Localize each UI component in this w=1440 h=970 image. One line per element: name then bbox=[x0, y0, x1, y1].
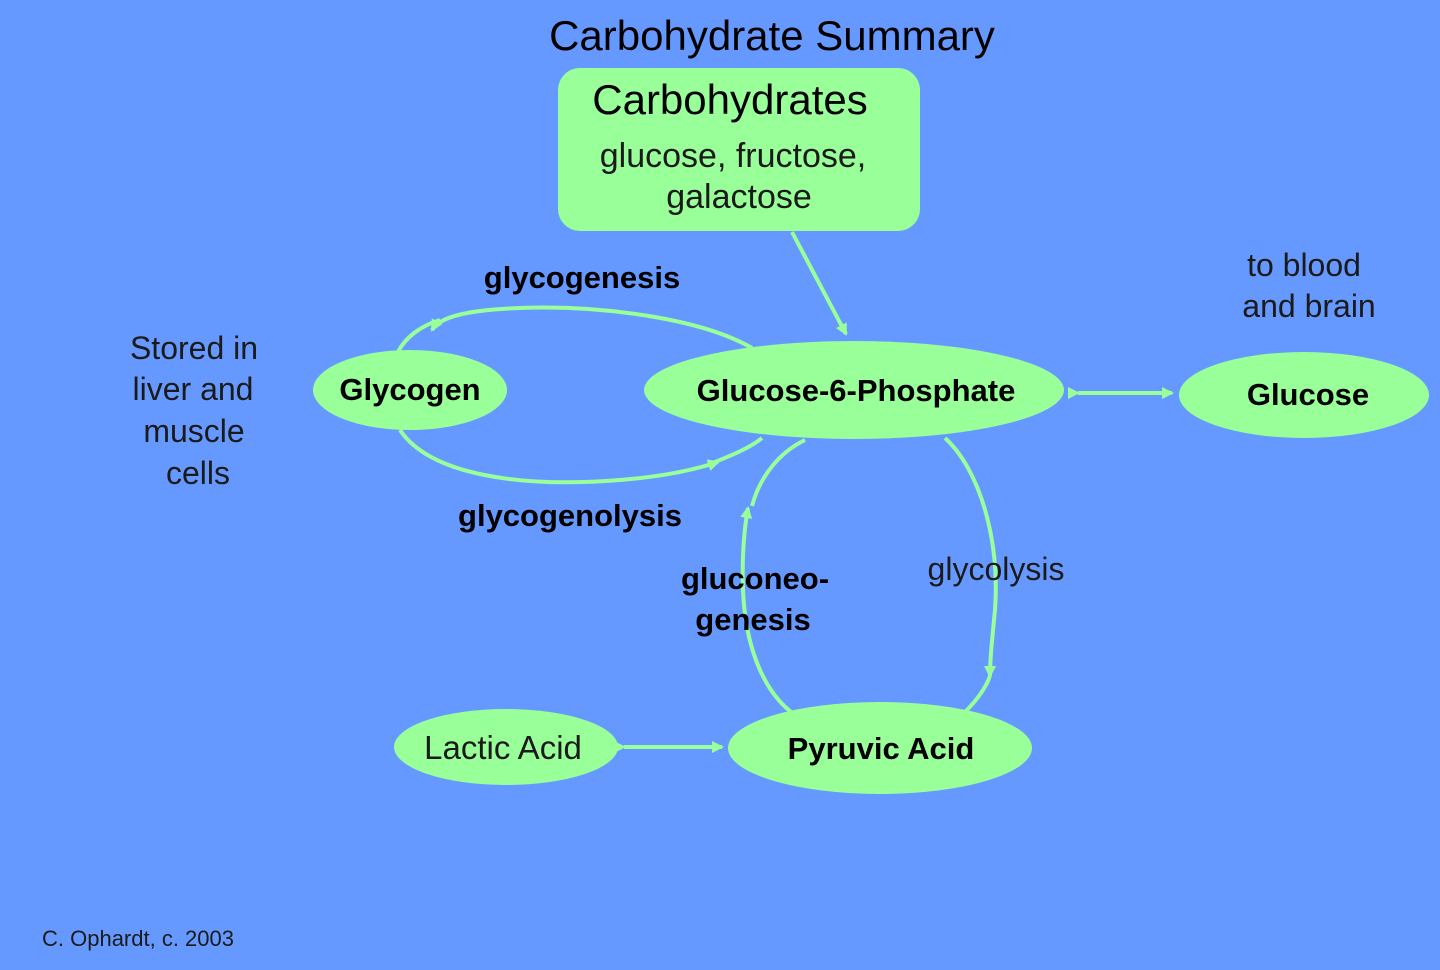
carbohydrates-examples-line-1: glucose, fructose, bbox=[600, 137, 866, 175]
to-blood-label-line-1: to blood bbox=[1247, 247, 1361, 283]
g6p-label: Glucose-6-Phosphate bbox=[697, 373, 1016, 408]
arrow-gluconeogenesis bbox=[740, 506, 797, 717]
g6p-node bbox=[644, 341, 1064, 439]
arrow-glycogenesis bbox=[430, 305, 753, 350]
gluconeogenesis-label-line-1: gluconeo- bbox=[681, 561, 829, 596]
glucose-label: Glucose bbox=[1247, 377, 1369, 412]
glycogen-node bbox=[313, 350, 507, 430]
diagram-title: Carbohydrate Summary bbox=[549, 12, 995, 59]
pyruvic-acid-node bbox=[728, 702, 1032, 794]
arrow-glycogenolysis bbox=[398, 428, 720, 485]
carbohydrates-box bbox=[558, 68, 920, 231]
stored-label-line-2: liver and bbox=[133, 371, 254, 407]
carbohydrates-title: Carbohydrates bbox=[592, 76, 867, 123]
glycogenesis-label: glycogenesis bbox=[484, 260, 680, 295]
glycogen-label: Glycogen bbox=[339, 372, 480, 407]
lactic-acid-node bbox=[394, 709, 618, 785]
pyruvic-right-stub bbox=[963, 675, 992, 714]
glycolysis-label: glycolysis bbox=[928, 551, 1065, 587]
pyruvic-acid-label: Pyruvic Acid bbox=[788, 731, 975, 766]
g6p-bottom-stub bbox=[709, 436, 764, 466]
glycogenolysis-label: glycogenolysis bbox=[458, 498, 682, 533]
stored-label-line-3: muscle bbox=[143, 413, 244, 449]
carbohydrates-examples-line-2: galactose bbox=[666, 178, 812, 216]
g6p-left-stub bbox=[750, 438, 806, 507]
gluconeogenesis-label-line-2: genesis bbox=[695, 602, 810, 637]
arrow-carbohydrates-to-g6p bbox=[790, 231, 848, 336]
lactic-acid-label: Lactic Acid bbox=[424, 729, 582, 766]
glycogen-top-stub bbox=[396, 318, 441, 353]
stored-label-line-1: Stored in bbox=[130, 330, 258, 366]
credit-text: C. Ophardt, c. 2003 bbox=[42, 926, 234, 951]
stored-label-line-4: cells bbox=[166, 455, 230, 491]
glucose-node bbox=[1179, 352, 1429, 438]
to-blood-label-line-2: and brain bbox=[1242, 288, 1375, 324]
arrow-glycolysis bbox=[943, 436, 998, 678]
